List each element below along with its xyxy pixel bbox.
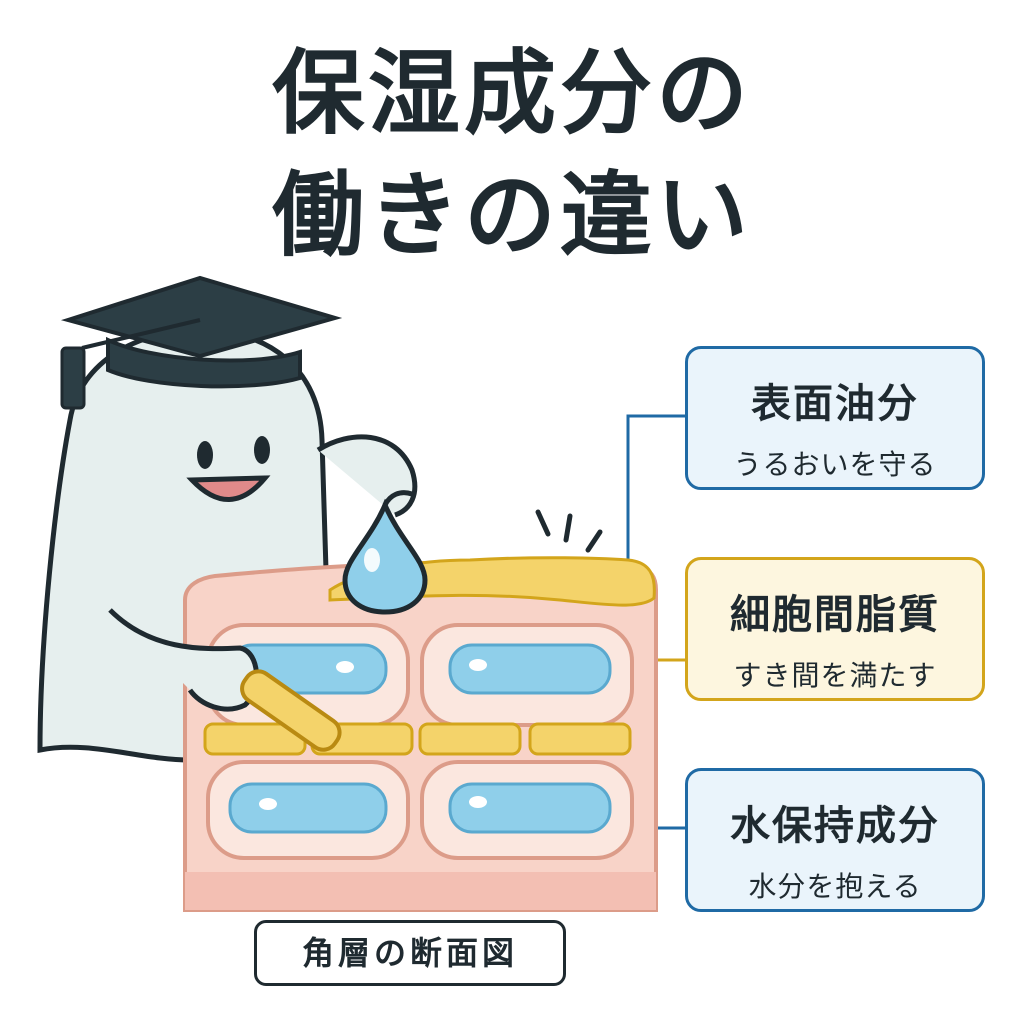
left-eye-icon [197, 441, 213, 469]
page-title-line-2: 働きの違い [271, 162, 752, 269]
diagram-caption: 角層の断面図 [254, 920, 566, 986]
callout-subtitle: すき間を満たす [733, 659, 937, 692]
callout-title: 細胞間脂質 [730, 592, 940, 638]
callout-water-retention: 水保持成分 水分を抱える [685, 768, 985, 912]
callout-subtitle: うるおいを守る [733, 448, 937, 481]
lipid-block [418, 722, 522, 756]
water-drop-icon [342, 498, 428, 615]
skin-cross-section [183, 556, 658, 912]
lipid-stick-icon [108, 608, 342, 752]
sparkle-icon [535, 509, 603, 553]
mouth-icon [186, 475, 271, 502]
water-pocket [228, 782, 388, 834]
callout-title: 水保持成分 [730, 803, 940, 849]
graduation-cap-icon [60, 275, 343, 410]
connector-surface [618, 414, 685, 580]
page-title-line-1: 保湿成分の [271, 40, 752, 147]
water-pocket [448, 643, 612, 695]
callout-subtitle: 水分を抱える [748, 870, 922, 903]
callout-title: 表面油分 [751, 381, 919, 427]
water-pocket [448, 782, 612, 834]
callout-surface-oil: 表面油分 うるおいを守る [685, 346, 985, 490]
callout-intercellular-lipid: 細胞間脂質 すき間を満たす [685, 557, 985, 701]
lipid-block [528, 722, 632, 756]
right-eye-icon [254, 436, 270, 464]
